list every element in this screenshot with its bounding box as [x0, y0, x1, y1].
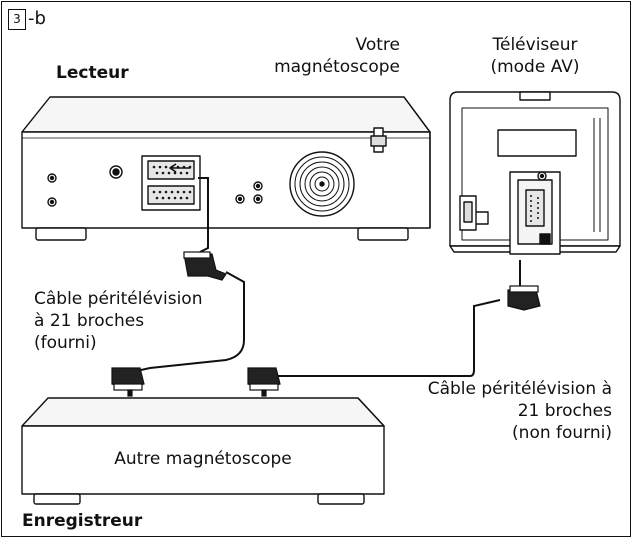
step-number-box: 3 — [8, 9, 26, 30]
cable-supplied-line1: Câble péritélévision — [34, 289, 203, 309]
scart-plugs — [111, 251, 541, 397]
cable-not-supplied-line2: 21 broches — [517, 401, 612, 421]
your-vcr-label-line2: magnétoscope — [274, 57, 400, 77]
cable-not-supplied-line1: Câble péritélévision à — [427, 379, 612, 399]
player-vcr-illustration — [21, 96, 431, 241]
cable-supplied-line2: à 21 broches — [34, 311, 145, 331]
other-vcr-label: Autre magnétoscope — [114, 449, 292, 469]
tv-label-line1: Téléviseur — [492, 35, 578, 55]
cables — [131, 177, 521, 377]
cable-not-supplied-line3: (non fourni) — [512, 423, 612, 443]
cable-supplied-line3: (fourni) — [34, 333, 97, 353]
television-illustration — [449, 91, 621, 255]
step-suffix: -b — [28, 8, 46, 29]
other-vcr-illustration — [21, 397, 385, 505]
your-vcr-label-line1: Votre — [355, 35, 400, 55]
player-label: Lecteur — [56, 63, 129, 83]
tv-label-line2: (mode AV) — [490, 57, 580, 77]
recorder-label: Enregistreur — [22, 511, 143, 531]
